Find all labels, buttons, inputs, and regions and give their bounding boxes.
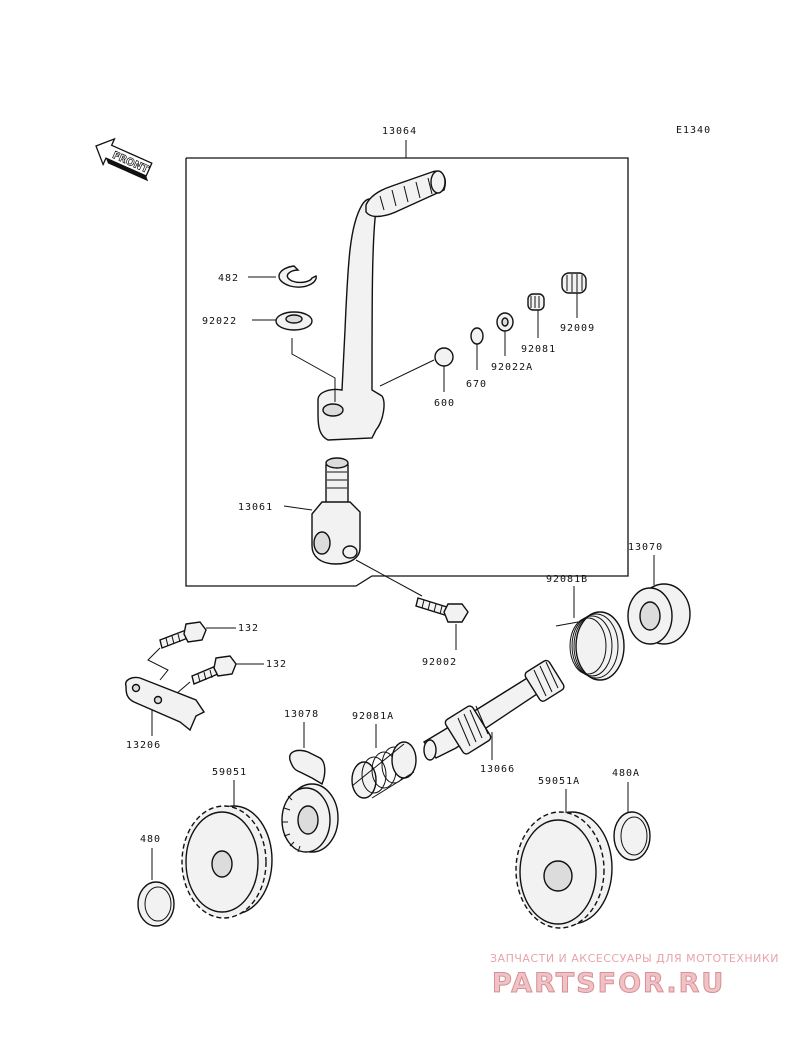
label-59051A: 59051A bbox=[538, 776, 580, 787]
part-480A-circlip: 480A bbox=[612, 768, 651, 861]
label-92081A: 92081A bbox=[352, 711, 394, 722]
label-59051: 59051 bbox=[212, 767, 247, 778]
part-132-bolt-a: 132 bbox=[159, 621, 259, 649]
label-92002: 92002 bbox=[422, 657, 457, 668]
part-59051A-gear: 59051A bbox=[515, 776, 613, 929]
label-13064: 13064 bbox=[382, 126, 417, 137]
part-13061-kick-boss: 13061 bbox=[238, 457, 361, 565]
front-arrow-icon: FRONT bbox=[95, 137, 153, 182]
label-132a: 132 bbox=[238, 623, 259, 634]
part-480-circlip: 480 bbox=[137, 834, 175, 927]
label-13061: 13061 bbox=[238, 502, 273, 513]
label-92022A: 92022A bbox=[491, 362, 533, 373]
label-13070: 13070 bbox=[628, 542, 663, 553]
label-480: 480 bbox=[140, 834, 161, 845]
watermark-brand: PARTSFOR.RU bbox=[492, 968, 725, 999]
label-670: 670 bbox=[466, 379, 487, 390]
label-92022: 92022 bbox=[202, 316, 237, 327]
watermark-tagline: ЗАПЧАСТИ И АКСЕССУАРЫ ДЛЯ МОТОТЕХНИКИ bbox=[490, 952, 779, 965]
part-92081A-spring: 92081A bbox=[351, 711, 417, 799]
part-482-circlip: 482 bbox=[218, 265, 317, 288]
label-92081B: 92081B bbox=[546, 574, 588, 585]
kick-pedal-lever bbox=[317, 170, 446, 441]
label-600: 600 bbox=[434, 398, 455, 409]
label-92081: 92081 bbox=[521, 344, 556, 355]
diagram-code: E1340 bbox=[676, 125, 711, 136]
label-13066: 13066 bbox=[480, 764, 515, 775]
part-13066-kick-shaft: 13066 bbox=[422, 659, 565, 775]
part-600-ball: 600 bbox=[379, 347, 455, 409]
part-92081B-spring: 92081B bbox=[546, 574, 625, 681]
assembly-frame bbox=[185, 157, 629, 587]
part-59051-gear: 59051 bbox=[181, 767, 273, 919]
part-92002-bolt: 92002 bbox=[355, 559, 469, 668]
part-670-ring: 670 bbox=[466, 327, 487, 390]
watermark: ЗАПЧАСТИ И АКСЕССУАРЫ ДЛЯ МОТОТЕХНИКИ PA… bbox=[490, 952, 779, 1000]
label-92009: 92009 bbox=[560, 323, 595, 334]
part-13070-collar: 13070 bbox=[627, 542, 691, 645]
part-92022-washer: 92022 bbox=[202, 311, 336, 402]
part-13078-ratchet: 13078 bbox=[281, 709, 339, 853]
part-132-bolt-b: 132 bbox=[191, 655, 287, 685]
label-13078: 13078 bbox=[284, 709, 319, 720]
part-92081-spring: 92081 bbox=[521, 293, 556, 355]
part-92022A-washer: 92022A bbox=[491, 312, 533, 373]
label-13206: 13206 bbox=[126, 740, 161, 751]
label-480A: 480A bbox=[612, 768, 640, 779]
part-13206-plate: 13206 bbox=[125, 647, 206, 751]
part-92009-spring: 92009 bbox=[560, 272, 595, 334]
label-482: 482 bbox=[218, 273, 239, 284]
label-132b: 132 bbox=[266, 659, 287, 670]
